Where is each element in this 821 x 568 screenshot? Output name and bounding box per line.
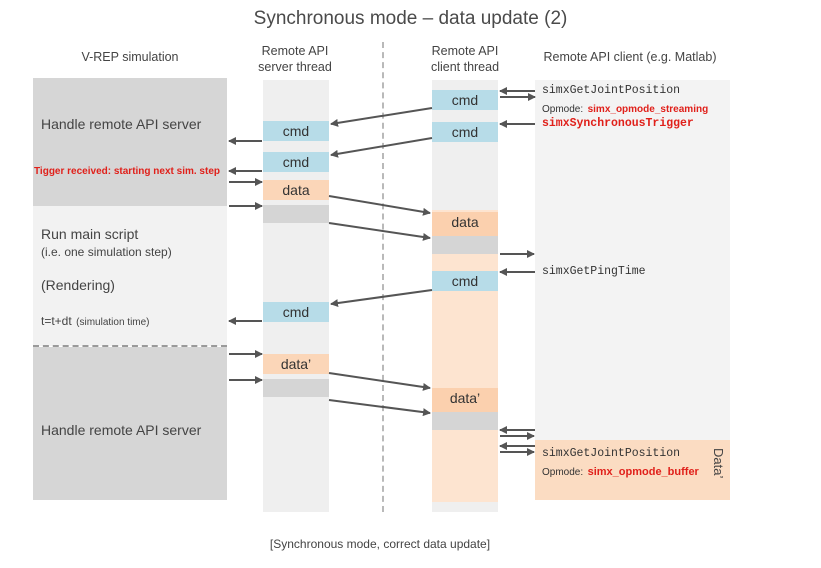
arrow-gray-to-client-2 <box>328 399 431 417</box>
vrep-time-label: t=t+dt (simulation time) <box>41 312 150 330</box>
vrep-block-main-script <box>33 206 227 346</box>
center-divider <box>382 42 384 512</box>
data-prime-side-label: Data’ <box>711 448 726 479</box>
vrep-handle-label-1: Handle remote API server <box>41 116 202 132</box>
client-cmd-box-2: cmd <box>432 122 498 142</box>
arrow-data-prime-to-client <box>328 372 431 391</box>
opmode-line-1: Opmode: simx_opmode_streaming <box>542 99 708 117</box>
opmode-label-2: Opmode: <box>542 467 584 478</box>
header-client-thread-line2: client thread <box>430 60 500 74</box>
client-cmd-box-1: cmd <box>432 90 498 110</box>
client-cmd-box-3: cmd <box>432 271 498 291</box>
arrow-cmd2-to-server <box>330 137 433 158</box>
server-cmd-box-2: cmd <box>263 152 329 172</box>
call-get-joint-position-1: simxGetJointPosition <box>542 84 681 97</box>
diagram-title: Synchronous mode – data update (2) <box>253 8 568 29</box>
client-gray-box-1 <box>432 236 498 254</box>
vrep-time-sub: (simulation time) <box>76 317 150 328</box>
opmode-value-streaming: simx_opmode_streaming <box>587 104 709 115</box>
opmode-label-1: Opmode: <box>542 104 584 115</box>
vrep-handle-label-2: Handle remote API server <box>41 422 202 438</box>
client-data-box: data <box>432 212 498 236</box>
call-get-ping-time: simxGetPingTime <box>542 265 646 278</box>
client-data-region <box>535 440 730 500</box>
header-client-thread-line1: Remote API <box>431 44 499 58</box>
trigger-received-note: Tigger received: starting next sim. step <box>34 166 220 177</box>
vrep-rendering-label: (Rendering) <box>41 277 115 293</box>
data-prime-side-label-clip: Data’ <box>711 448 727 496</box>
header-server-line2: server thread <box>258 60 332 74</box>
vrep-block-handle-2 <box>33 347 227 500</box>
header-client: Remote API client (e.g. Matlab) <box>543 50 717 64</box>
arrow-cmd1-to-server <box>330 107 433 127</box>
arrow-gray-to-client-1 <box>328 222 431 241</box>
client-gray-box-2 <box>432 412 498 430</box>
vrep-block-handle-1 <box>33 78 227 206</box>
header-client-thread: Remote API client thread <box>410 43 520 75</box>
server-cmd-box-3: cmd <box>263 302 329 322</box>
opmode-value-buffer: simx_opmode_buffer <box>587 466 699 478</box>
client-column <box>535 80 730 440</box>
vrep-step-divider <box>33 345 227 347</box>
header-server-line1: Remote API <box>261 44 329 58</box>
header-server-thread: Remote API server thread <box>240 43 350 75</box>
header-vrep: V-REP simulation <box>81 50 179 64</box>
vrep-run-main-sub: (i.e. one simulation step) <box>41 245 172 259</box>
client-thread-data-fill <box>432 210 498 502</box>
call-get-joint-position-2: simxGetJointPosition <box>542 447 681 460</box>
server-data-box: data <box>263 180 329 200</box>
arrow-data-to-client <box>328 195 431 216</box>
vrep-run-main-label: Run main script <box>41 226 139 242</box>
server-gray-box-2 <box>263 379 329 397</box>
opmode-line-2: Opmode: simx_opmode_buffer <box>542 462 699 480</box>
call-synchronous-trigger: simxSynchronousTrigger <box>542 117 694 130</box>
server-gray-box-1 <box>263 205 329 223</box>
server-data-prime-box: data’ <box>263 354 329 374</box>
arrow-cmd3-to-server <box>330 289 433 308</box>
diagram-caption: [Synchronous mode, correct data update] <box>269 537 491 551</box>
vrep-time-main: t=t+dt <box>41 314 72 328</box>
client-data-prime-box: data’ <box>432 388 498 412</box>
server-cmd-box-1: cmd <box>263 121 329 141</box>
